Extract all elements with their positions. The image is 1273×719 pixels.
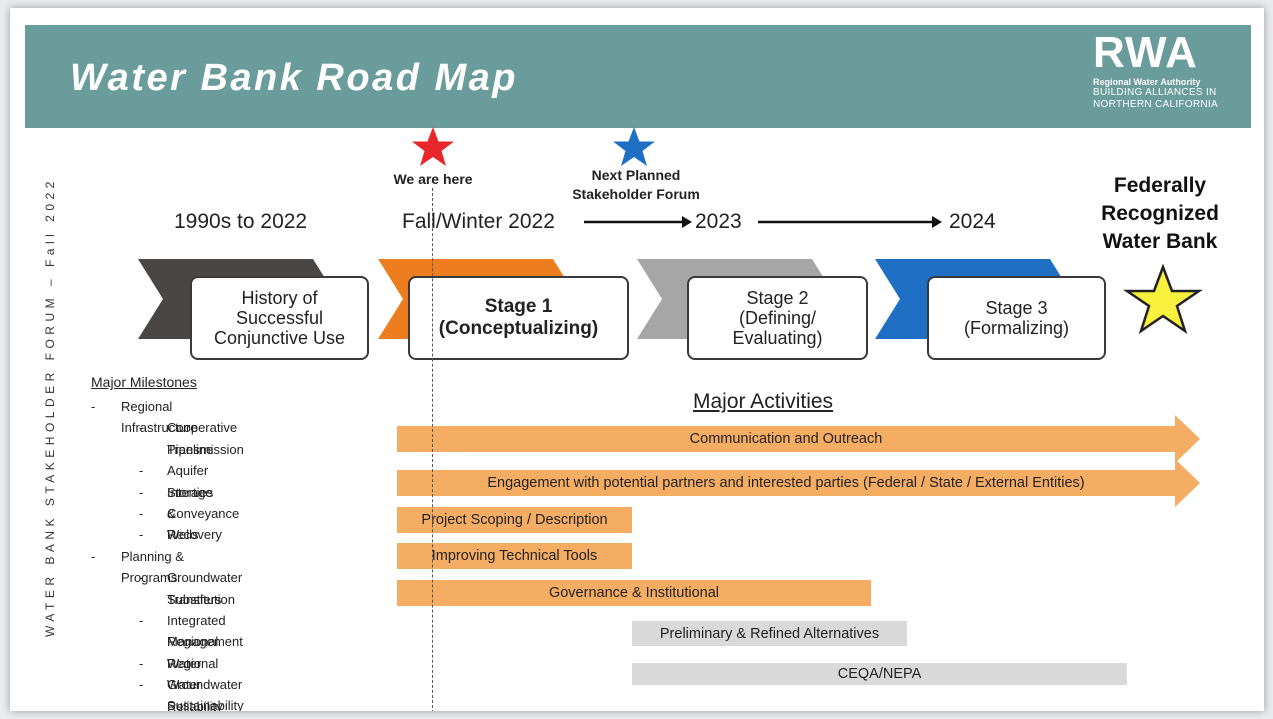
milestone-text: Interties <box>167 484 214 500</box>
activity-communication: Communication and Outreach <box>689 431 883 447</box>
milestone-text: Groundwater Substitution <box>167 570 243 607</box>
bullet-dash: - <box>139 527 144 543</box>
logo-name: Regional Water Authority <box>1093 77 1201 87</box>
next-forum-line-1: Next Planned <box>591 167 681 183</box>
goal-label: Federally Recognized Water Bank <box>1085 172 1235 256</box>
bullet-dash: - <box>139 463 144 479</box>
stage-box-2: Stage 2 (Defining/ Evaluating) <box>687 276 868 360</box>
page-title: Water Bank Road Map <box>70 57 518 99</box>
bullet-dash: - <box>139 655 144 671</box>
milestone-text: Cooperative Transmission <box>167 420 244 457</box>
milestone-text: Groundwater Sustainability Plan <box>167 677 244 711</box>
bullet-dash: - <box>139 612 144 628</box>
milestone-item: -Planning & Programs <box>91 546 197 585</box>
milestone-text: Management <box>167 634 243 650</box>
bullet-dash: - <box>91 399 96 414</box>
current-position-line <box>432 188 433 711</box>
bullet-dash: - <box>139 484 144 500</box>
milestone-text: Conveyance <box>167 505 240 521</box>
stage-box-history: History of Successful Conjunctive Use <box>190 276 369 360</box>
period-1990s-2022: 1990s to 2022 <box>174 210 308 233</box>
milestone-item: - Regional Water Reliability Plan <box>91 653 223 711</box>
milestone-item: - Wells <box>91 524 199 545</box>
milestone-item: - Aquifer Storage & Recovery <box>91 460 222 542</box>
milestone-text: Transfers <box>167 591 222 607</box>
logo-mark: RWA <box>1093 28 1198 77</box>
rwa-logo: RWA Regional Water Authority BUILDING AL… <box>1093 31 1233 111</box>
next-forum-label: Next Planned Stakeholder Forum <box>556 166 716 204</box>
activities-heading: Major Activities <box>693 390 834 413</box>
side-label: WATER BANK STAKEHOLDER FORUM – Fall 2022 <box>43 177 57 637</box>
milestone-item: - Interties <box>91 482 213 503</box>
milestone-item: Transfers <box>91 589 221 610</box>
next-forum-line-2: Stakeholder Forum <box>572 186 700 202</box>
we-are-here-label: We are here <box>393 171 473 187</box>
slide: Water Bank Road Map RWA Regional Water A… <box>10 8 1264 711</box>
bullet-dash: - <box>139 420 144 436</box>
bullet-dash: - <box>91 548 96 564</box>
milestone-item: -Regional Infrastructure <box>91 396 198 435</box>
logo-tagline-2: NORTHERN CALIFORNIA <box>1093 99 1218 110</box>
milestone-text: Wells <box>167 527 199 543</box>
period-2024: 2024 <box>949 210 996 233</box>
bullet-dash: - <box>139 677 144 693</box>
activity-alternatives: Preliminary & Refined Alternatives <box>632 621 907 646</box>
milestone-item: - Integrated Regional Water <box>91 610 226 671</box>
milestone-text: Planning & Programs <box>121 548 184 586</box>
milestones-heading: Major Milestones <box>91 374 197 390</box>
stage-box-1: Stage 1 (Conceptualizing) <box>408 276 629 360</box>
goal-line-1: Federally <box>1113 174 1207 197</box>
bullet-dash: - <box>139 570 144 586</box>
activity-project-scoping: Project Scoping / Description <box>397 507 632 533</box>
activity-technical-tools: Improving Technical Tools <box>397 543 632 569</box>
milestone-text: Regional Water Reliability Plan <box>167 655 223 711</box>
milestone-item: Pipeline <box>91 439 213 460</box>
milestone-text: Pipeline <box>167 441 214 457</box>
milestone-item: - Conveyance <box>91 503 239 524</box>
period-2023: 2023 <box>695 210 742 233</box>
milestone-text: Regional Infrastructure <box>121 399 198 436</box>
arrow-to-2023 <box>584 216 692 228</box>
activity-governance: Governance & Institutional <box>397 580 871 606</box>
yellow-star-icon <box>1123 264 1203 334</box>
milestone-item: - Cooperative Transmission <box>91 417 244 456</box>
bullet-dash: - <box>139 505 144 521</box>
milestone-item: Management <box>91 631 243 652</box>
blue-star-icon <box>613 127 655 166</box>
activity-arrow-communication <box>397 415 1200 463</box>
activity-engagement: Engagement with potential partners and i… <box>487 475 1085 491</box>
milestone-item: - Groundwater Sustainability Plan <box>91 674 244 711</box>
stage-box-3: Stage 3 (Formalizing) <box>927 276 1106 360</box>
milestone-text: Integrated Regional Water <box>167 612 226 671</box>
milestones-list: Major Milestones -Regional Infrastructur… <box>91 374 244 711</box>
header-banner: Water Bank Road Map RWA Regional Water A… <box>25 25 1251 128</box>
red-star-icon <box>412 127 454 166</box>
goal-line-2: Recognized <box>1101 202 1219 225</box>
period-fall-winter-2022: Fall/Winter 2022 <box>402 210 555 233</box>
milestone-item: - Groundwater Substitution <box>91 567 242 606</box>
goal-line-3: Water Bank <box>1102 230 1218 253</box>
milestone-text: Aquifer Storage & Recovery <box>167 463 222 543</box>
activity-arrow-engagement <box>397 459 1200 507</box>
arrow-to-2024 <box>758 216 942 228</box>
logo-tagline-1: BUILDING ALLIANCES IN <box>1093 87 1217 98</box>
activity-ceqa-nepa: CEQA/NEPA <box>632 663 1127 685</box>
